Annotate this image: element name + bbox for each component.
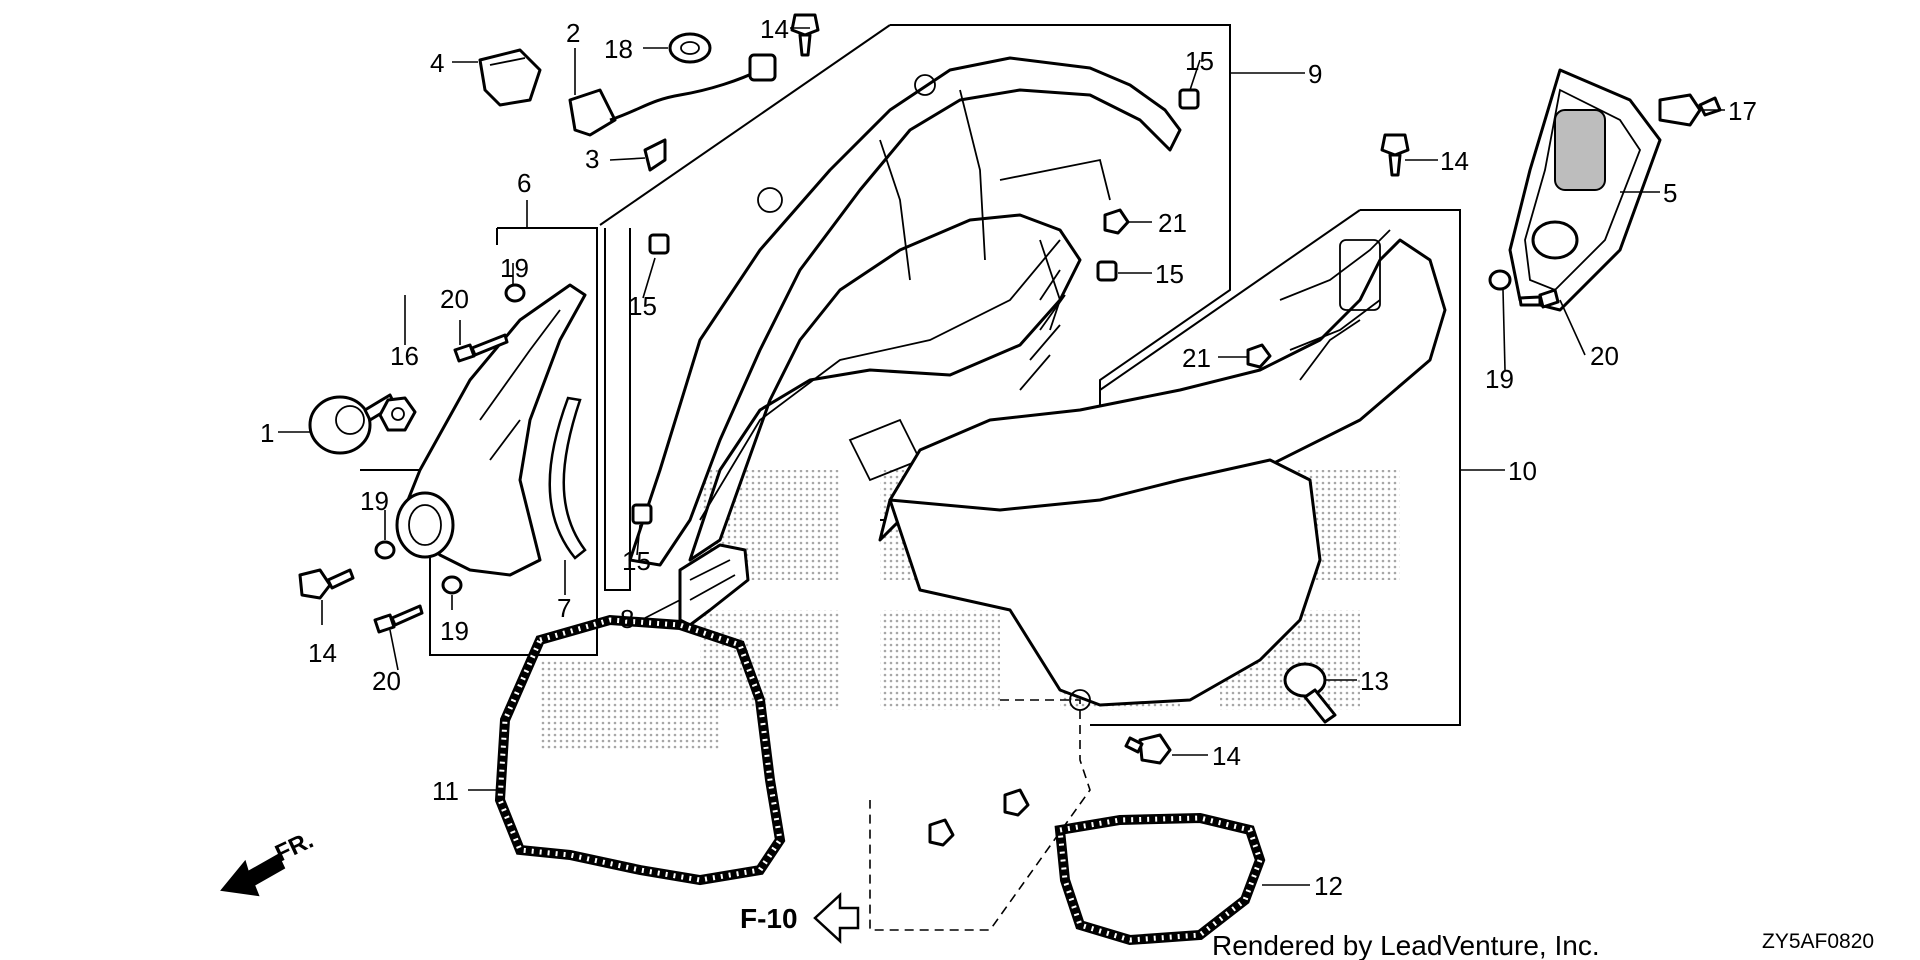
rendered-by-text: Rendered by LeadVenture, Inc. — [1212, 930, 1600, 960]
part-7-seal-strip — [548, 396, 587, 560]
callout-15-b: 15 — [628, 291, 657, 321]
part-5-rear-cover — [1508, 68, 1662, 312]
part-2-harness — [568, 53, 777, 137]
callout-8: 8 — [620, 604, 634, 634]
leader-lines — [278, 27, 1725, 886]
front-direction-indicator: FR. — [220, 827, 318, 897]
callout-9: 9 — [1308, 59, 1322, 89]
callout-5: 5 — [1663, 178, 1677, 208]
part-21-pins — [928, 208, 1272, 847]
diagram-code: ZY5AF0820 — [1762, 930, 1874, 953]
part-10-outer-cover — [878, 229, 1447, 711]
part-11-gasket — [494, 614, 786, 886]
callout-20-a: 20 — [440, 284, 469, 314]
callout-13: 13 — [1360, 666, 1389, 696]
part-9-inner-cover — [628, 56, 1182, 567]
callout-19-a: 19 — [500, 253, 529, 283]
callout-10: 10 — [1508, 456, 1537, 486]
callout-14-c: 14 — [308, 638, 337, 668]
callout-labels: 1 2 3 4 5 6 7 8 9 10 11 12 13 14 14 14 1… — [260, 14, 1757, 901]
callout-20-b: 20 — [372, 666, 401, 696]
reference-f10: F-10 — [740, 892, 860, 944]
callout-21-a: 21 — [1158, 208, 1187, 238]
part-20-screws — [373, 288, 1560, 634]
part-14-bolts — [298, 13, 1410, 765]
callout-19-c: 19 — [440, 616, 469, 646]
callout-18: 18 — [604, 34, 633, 64]
part-4-boot — [478, 48, 542, 107]
callout-6: 6 — [517, 168, 531, 198]
callout-19-b: 19 — [360, 486, 389, 516]
reference-arrow-icon — [813, 892, 860, 944]
callout-7: 7 — [557, 593, 571, 623]
reference-label: F-10 — [740, 903, 798, 934]
callout-14-b: 14 — [760, 14, 789, 44]
callout-14-d: 14 — [1212, 741, 1241, 771]
callout-14-a: 14 — [1440, 146, 1469, 176]
callout-15-c: 15 — [1155, 259, 1184, 289]
group-outlines — [360, 24, 1461, 931]
part-15-nuts — [631, 88, 1200, 525]
front-arrow-icon — [220, 853, 286, 897]
callout-15-a: 15 — [1185, 46, 1214, 76]
callout-20-c: 20 — [1590, 341, 1619, 371]
part-3-clip — [643, 138, 667, 172]
part-19-washers — [374, 269, 1512, 595]
callout-17: 17 — [1728, 96, 1757, 126]
part-1-grommet — [308, 393, 397, 455]
part-12-gasket — [1054, 812, 1266, 946]
part-6-front-bracket — [395, 283, 587, 577]
callout-11: 11 — [432, 776, 459, 806]
callout-3: 3 — [585, 144, 599, 174]
callout-4: 4 — [430, 48, 444, 78]
callout-16: 16 — [390, 341, 419, 371]
part-16-nut — [378, 396, 417, 432]
part-13-drain — [1283, 662, 1337, 724]
part-18-band — [668, 32, 712, 64]
callout-1: 1 — [260, 418, 274, 448]
callout-21-b: 21 — [1182, 343, 1211, 373]
callout-19-d: 19 — [1485, 364, 1514, 394]
callout-2: 2 — [566, 18, 580, 48]
callout-12: 12 — [1314, 871, 1343, 901]
callout-15-d: 15 — [622, 546, 651, 576]
